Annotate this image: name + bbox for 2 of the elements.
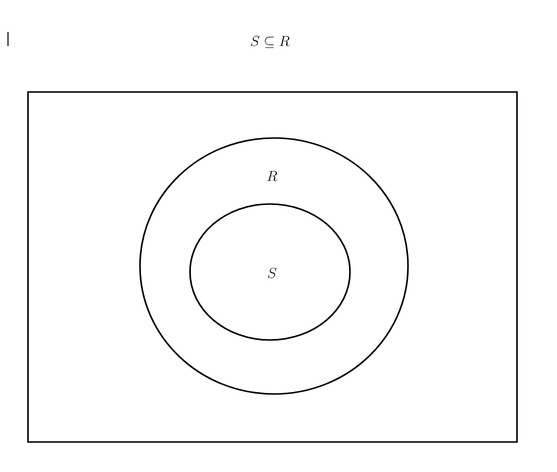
universe-rectangle bbox=[27, 91, 518, 443]
title: $S \subseteq R$ bbox=[250, 36, 290, 48]
